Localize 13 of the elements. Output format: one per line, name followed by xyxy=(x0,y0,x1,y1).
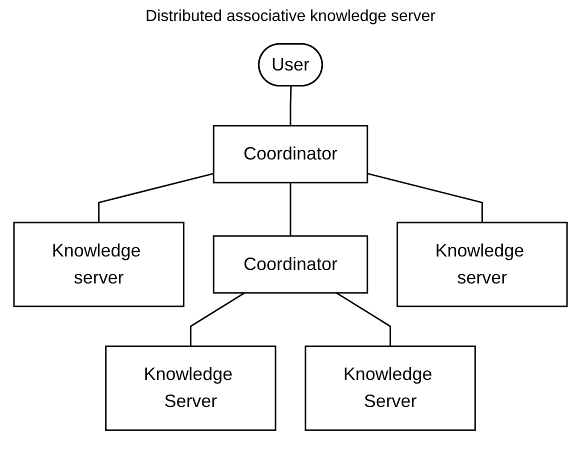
connector xyxy=(336,292,392,346)
connector xyxy=(290,86,292,126)
connector xyxy=(367,172,483,223)
node-box: Knowledge server xyxy=(396,222,568,308)
node-box: Knowledge server xyxy=(13,222,184,308)
node-box: Coordinator xyxy=(212,124,368,184)
connector xyxy=(98,172,214,223)
node-box: Coordinator xyxy=(212,235,368,294)
connector xyxy=(290,182,292,236)
diagram-heading: Distributed associative knowledge server xyxy=(146,8,436,26)
node-box: Knowledge Server xyxy=(304,346,476,431)
node-box: Knowledge Server xyxy=(105,346,276,431)
connector xyxy=(190,292,246,346)
